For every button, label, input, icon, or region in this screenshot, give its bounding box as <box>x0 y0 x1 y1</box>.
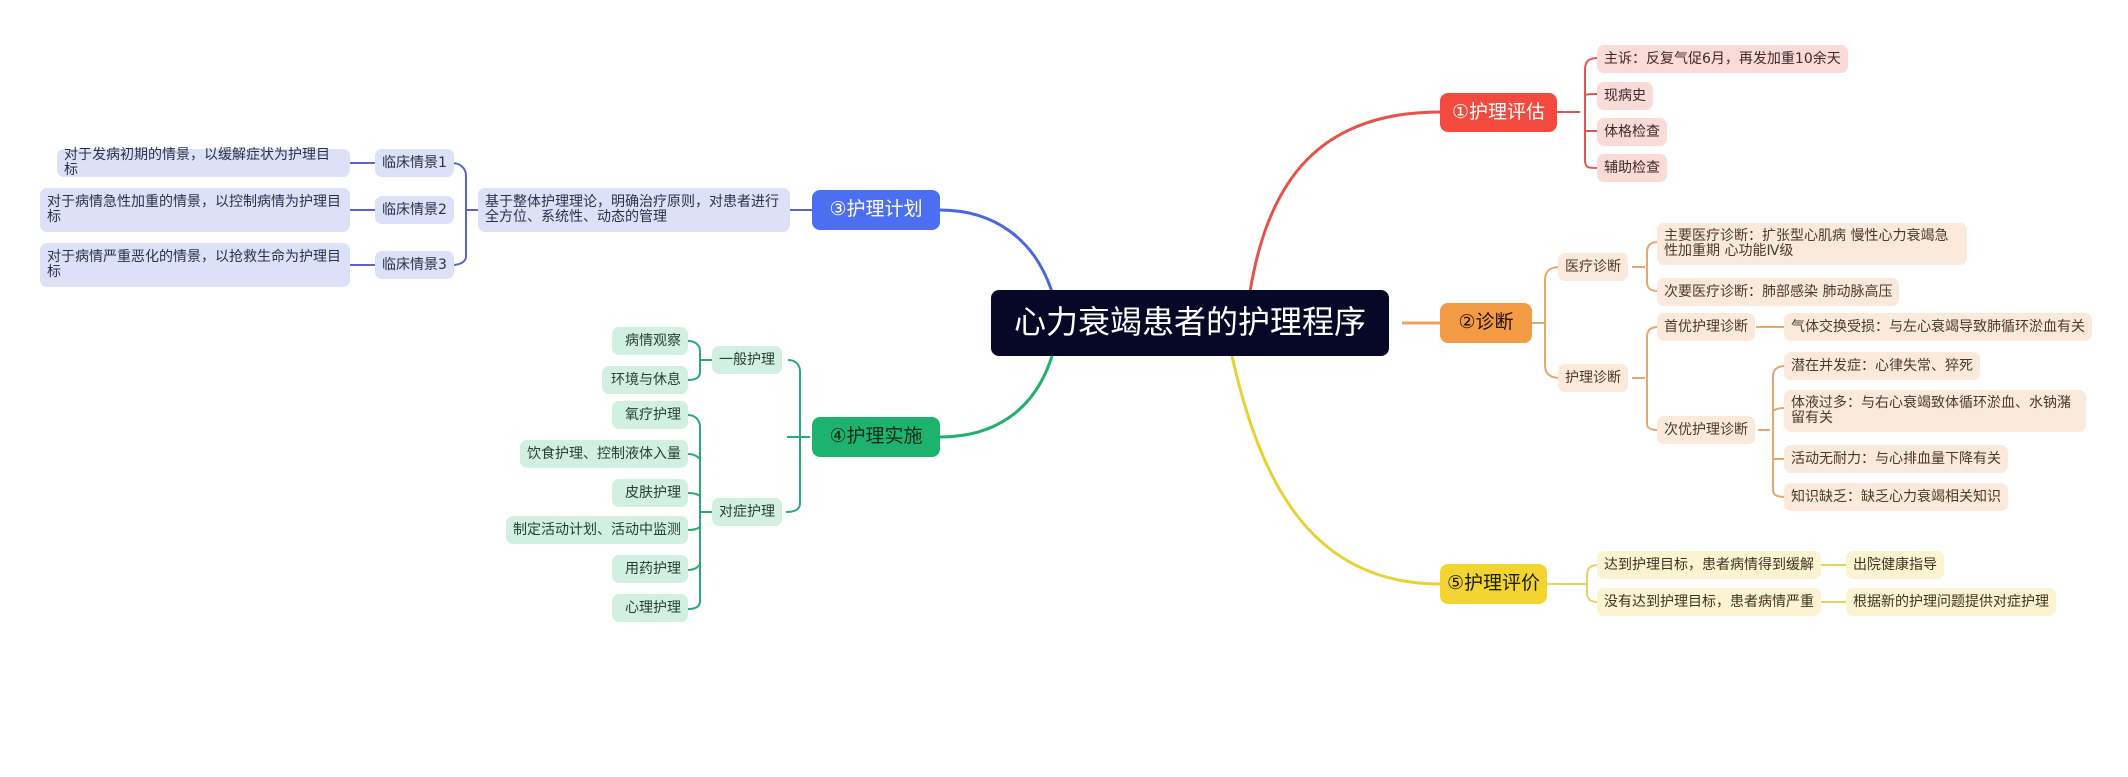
evaluation-label: ⑤护理评价 <box>1446 572 1541 595</box>
medical-diagnosis-label: 医疗诊断 <box>1565 258 1621 275</box>
nursing-diagnosis-node[interactable]: 护理诊断 <box>1558 364 1628 392</box>
clinical-scenario[interactable]: 临床情景1 <box>375 149 454 177</box>
assessment-item-label: 主诉：反复气促6月，再发加重10余天 <box>1604 50 1841 67</box>
general-care-item-label: 病情观察 <box>625 332 681 349</box>
first-priority-item[interactable]: 气体交换受损：与左心衰竭导致肺循环淤血有关 <box>1784 313 2092 341</box>
connector-implementation <box>939 355 1054 439</box>
evaluation-bracket <box>1547 564 1847 603</box>
diagnosis-node[interactable]: ②诊断 <box>1440 303 1532 343</box>
primary-medical-diagnosis-label: 主要医疗诊断：扩张型心肌病 慢性心力衰竭急性加重期 心功能Ⅳ级 <box>1664 228 1949 259</box>
general-care-item-label: 环境与休息 <box>611 371 681 388</box>
planning-label: ③护理计划 <box>829 198 923 221</box>
medical-diagnosis-node[interactable]: 医疗诊断 <box>1558 253 1628 281</box>
secondary-medical-diagnosis[interactable]: 次要医疗诊断：肺部感染 肺动脉高压 <box>1657 278 1900 306</box>
symptomatic-care-item[interactable]: 饮食护理、控制液体入量 <box>520 440 688 468</box>
clinical-scenario-label: 临床情景2 <box>382 201 447 218</box>
assessment-label: ①护理评估 <box>1451 100 1546 123</box>
assessment-node[interactable]: ①护理评估 <box>1440 93 1557 132</box>
symptomatic-care-item[interactable]: 氧疗护理 <box>612 401 688 429</box>
general-care-label: 一般护理 <box>719 351 775 368</box>
second-priority-label: 次优护理诊断 <box>1664 421 1748 438</box>
assessment-item[interactable]: 辅助检查 <box>1597 154 1667 182</box>
clinical-scenario[interactable]: 临床情景2 <box>375 196 454 224</box>
clinical-scenario-label: 临床情景3 <box>382 256 447 273</box>
scenario-goal-label: 对于发病初期的情景，以缓解症状为护理目标 <box>64 147 330 178</box>
evaluation-action-label: 出院健康指导 <box>1853 556 1937 573</box>
assessment-item-label: 现病史 <box>1604 87 1646 104</box>
symptomatic-care-item-label: 心理护理 <box>625 599 681 616</box>
assessment-item[interactable]: 现病史 <box>1597 82 1653 110</box>
symptomatic-care-item-label: 饮食护理、控制液体入量 <box>527 445 681 462</box>
second-priority-item-label: 活动无耐力：与心排血量下降有关 <box>1791 450 2001 467</box>
evaluation-action-label: 根据新的护理问题提供对症护理 <box>1853 593 2049 610</box>
symptomatic-care-item[interactable]: 用药护理 <box>612 555 688 583</box>
diagnosis-bracket <box>1530 241 1790 498</box>
planning-principle[interactable]: 基于整体护理理论，明确治疗原则，对患者进行全方位、系统性、动态的管理 <box>478 188 790 232</box>
planning-principle-label: 基于整体护理理论，明确治疗原则，对患者进行全方位、系统性、动态的管理 <box>485 194 779 225</box>
symptomatic-care-node[interactable]: 对症护理 <box>712 498 782 526</box>
symptomatic-care-label: 对症护理 <box>719 503 775 520</box>
second-priority-item-label: 知识缺乏：缺乏心力衰竭相关知识 <box>1791 488 2001 505</box>
second-priority-nursing-diagnosis[interactable]: 次优护理诊断 <box>1657 416 1755 444</box>
symptomatic-care-item-label: 用药护理 <box>625 560 681 577</box>
second-priority-item[interactable]: 体液过多：与右心衰竭致体循环淤血、水钠潴留有关 <box>1784 390 2086 432</box>
root-label: 心力衰竭患者的护理程序 <box>1013 303 1366 342</box>
evaluation-outcome-label: 达到护理目标，患者病情得到缓解 <box>1604 556 1814 573</box>
secondary-medical-diagnosis-label: 次要医疗诊断：肺部感染 肺动脉高压 <box>1664 283 1893 300</box>
planning-bracket <box>350 162 812 266</box>
implementation-label: ④护理实施 <box>829 425 923 448</box>
scenario-goal[interactable]: 对于病情急性加重的情景，以控制病情为护理目标 <box>40 188 350 232</box>
evaluation-action[interactable]: 出院健康指导 <box>1846 551 1944 579</box>
second-priority-item[interactable]: 知识缺乏：缺乏心力衰竭相关知识 <box>1784 483 2008 511</box>
general-care-node[interactable]: 一般护理 <box>712 346 782 374</box>
first-priority-nursing-diagnosis[interactable]: 首优护理诊断 <box>1657 313 1755 341</box>
scenario-goal[interactable]: 对于发病初期的情景，以缓解症状为护理目标 <box>57 147 350 178</box>
symptomatic-care-item-label: 氧疗护理 <box>625 406 681 423</box>
first-priority-label: 首优护理诊断 <box>1664 318 1748 335</box>
evaluation-action[interactable]: 根据新的护理问题提供对症护理 <box>1846 588 2056 616</box>
assessment-item-label: 辅助检查 <box>1604 159 1660 176</box>
clinical-scenario[interactable]: 临床情景3 <box>375 251 454 279</box>
evaluation-outcome[interactable]: 达到护理目标，患者病情得到缓解 <box>1597 551 1821 579</box>
symptomatic-care-item-label: 制定活动计划、活动中监测 <box>513 521 681 538</box>
symptomatic-care-item[interactable]: 制定活动计划、活动中监测 <box>506 516 688 544</box>
connector-planning <box>939 208 1054 293</box>
evaluation-node[interactable]: ⑤护理评价 <box>1440 564 1547 604</box>
scenario-goal-label: 对于病情急性加重的情景，以控制病情为护理目标 <box>47 194 341 225</box>
assessment-bracket <box>1557 57 1599 169</box>
general-care-item[interactable]: 病情观察 <box>612 327 688 355</box>
root-node[interactable]: 心力衰竭患者的护理程序 <box>991 290 1389 356</box>
second-priority-item-label: 体液过多：与右心衰竭致体循环淤血、水钠潴留有关 <box>1791 395 2071 426</box>
assessment-item[interactable]: 体格检查 <box>1597 118 1667 146</box>
second-priority-item-label: 潜在并发症：心律失常、猝死 <box>1791 357 1973 374</box>
implementation-bracket <box>687 340 810 610</box>
first-priority-item-label: 气体交换受损：与左心衰竭导致肺循环淤血有关 <box>1791 318 2085 335</box>
second-priority-item[interactable]: 潜在并发症：心律失常、猝死 <box>1784 352 1980 380</box>
connector-assessment <box>1248 110 1441 293</box>
scenario-goal[interactable]: 对于病情严重恶化的情景，以抢救生命为护理目标 <box>40 243 350 287</box>
symptomatic-care-item[interactable]: 皮肤护理 <box>612 479 688 507</box>
assessment-item[interactable]: 主诉：反复气促6月，再发加重10余天 <box>1597 45 1848 73</box>
scenario-goal-label: 对于病情严重恶化的情景，以抢救生命为护理目标 <box>47 249 341 280</box>
assessment-item-label: 体格检查 <box>1604 123 1660 140</box>
primary-medical-diagnosis[interactable]: 主要医疗诊断：扩张型心肌病 慢性心力衰竭急性加重期 心功能Ⅳ级 <box>1657 223 1967 265</box>
symptomatic-care-item-label: 皮肤护理 <box>625 484 681 501</box>
planning-node[interactable]: ③护理计划 <box>812 190 940 230</box>
symptomatic-care-item[interactable]: 心理护理 <box>612 594 688 622</box>
clinical-scenario-label: 临床情景1 <box>382 154 447 171</box>
implementation-node[interactable]: ④护理实施 <box>812 417 940 457</box>
nursing-diagnosis-label: 护理诊断 <box>1565 369 1621 386</box>
general-care-item[interactable]: 环境与休息 <box>602 366 688 394</box>
evaluation-outcome[interactable]: 没有达到护理目标，患者病情严重 <box>1597 588 1821 616</box>
diagnosis-label: ②诊断 <box>1458 311 1514 334</box>
connector-evaluation <box>1230 355 1441 586</box>
evaluation-outcome-label: 没有达到护理目标，患者病情严重 <box>1604 593 1814 610</box>
second-priority-item[interactable]: 活动无耐力：与心排血量下降有关 <box>1784 445 2008 473</box>
